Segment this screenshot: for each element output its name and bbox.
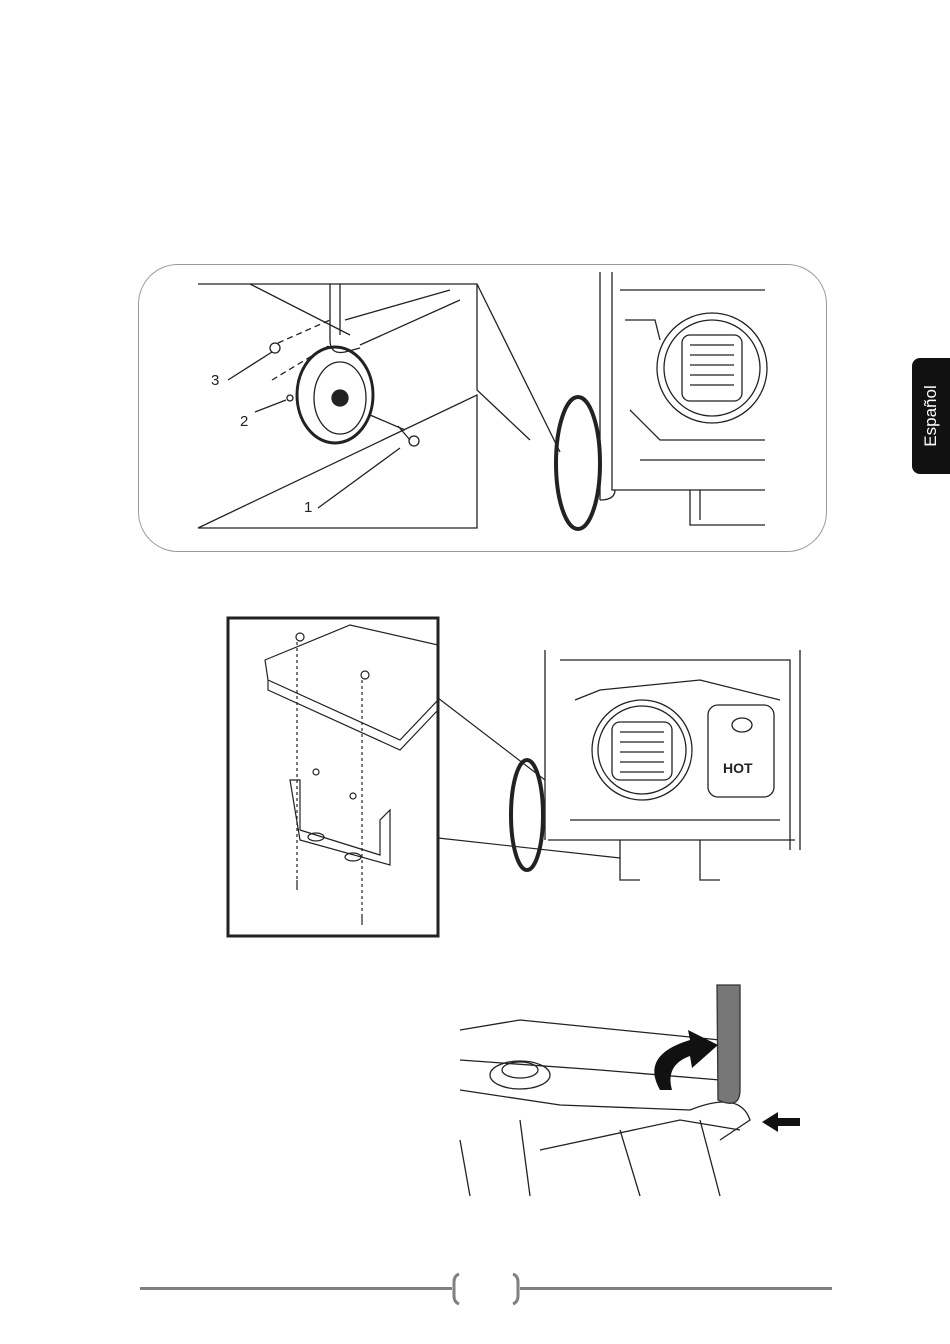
handle-bar	[716, 984, 741, 1104]
footer-rule-right	[520, 1287, 832, 1290]
callout-1: 1	[304, 499, 313, 516]
push-arrow-icon	[762, 1112, 800, 1132]
generator-side-view-1	[554, 272, 768, 531]
muffler-hot-label: HOT	[723, 760, 753, 776]
support-foot-detail-inset	[226, 616, 621, 938]
callout-2: 2	[240, 413, 249, 430]
callout-3: 3	[211, 372, 220, 389]
rotate-arrow-icon	[654, 1030, 718, 1090]
figure-wheel-installation	[138, 264, 827, 552]
generator-front-view-2	[509, 650, 801, 881]
wheel-detail-inset	[197, 283, 561, 529]
footer-rule-left	[140, 1287, 452, 1290]
handle-install-illustration	[459, 1019, 751, 1197]
language-tab: Español	[912, 358, 950, 474]
